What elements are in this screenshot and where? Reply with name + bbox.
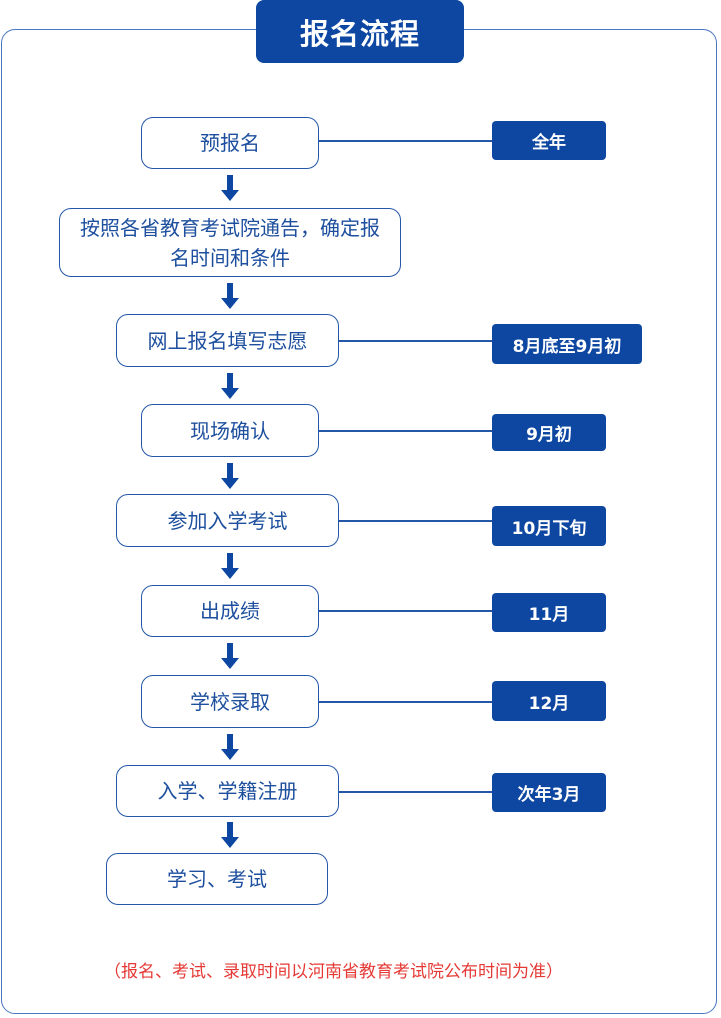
connector-line: [319, 430, 492, 432]
page-title: 报名流程: [256, 0, 464, 63]
connector-line: [339, 791, 492, 793]
time-badge: 10月下旬: [492, 506, 606, 546]
step-entrance-exam: 参加入学考试: [116, 494, 339, 547]
arrow-down-icon: [221, 553, 239, 579]
connector-line: [339, 520, 492, 522]
arrow-down-icon: [221, 643, 239, 669]
time-badge: 11月: [492, 593, 606, 632]
time-badge: 9月初: [492, 414, 606, 451]
arrow-down-icon: [221, 373, 239, 399]
arrow-down-icon: [221, 283, 239, 309]
connector-line: [319, 701, 492, 703]
time-badge: 8月底至9月初: [492, 324, 642, 364]
step-study-exam: 学习、考试: [106, 853, 328, 905]
step-pre-registration: 预报名: [141, 117, 319, 169]
connector-line: [319, 140, 492, 142]
time-badge: 次年3月: [492, 773, 606, 812]
step-check-notice: 按照各省教育考试院通告，确定报名时间和条件: [59, 208, 401, 277]
arrow-down-icon: [221, 463, 239, 489]
step-results: 出成绩: [141, 585, 319, 637]
time-badge: 12月: [492, 681, 606, 721]
step-enrollment: 入学、学籍注册: [116, 765, 339, 817]
time-badge: 全年: [492, 121, 606, 160]
step-onsite-confirmation: 现场确认: [141, 404, 319, 457]
step-online-registration: 网上报名填写志愿: [116, 314, 339, 367]
arrow-down-icon: [221, 822, 239, 848]
arrow-down-icon: [221, 734, 239, 760]
disclaimer-note: （报名、考试、录取时间以河南省教育考试院公布时间为准）: [104, 962, 563, 982]
arrow-down-icon: [221, 175, 239, 201]
connector-line: [319, 610, 492, 612]
step-admission: 学校录取: [141, 675, 319, 728]
connector-line: [339, 340, 492, 342]
